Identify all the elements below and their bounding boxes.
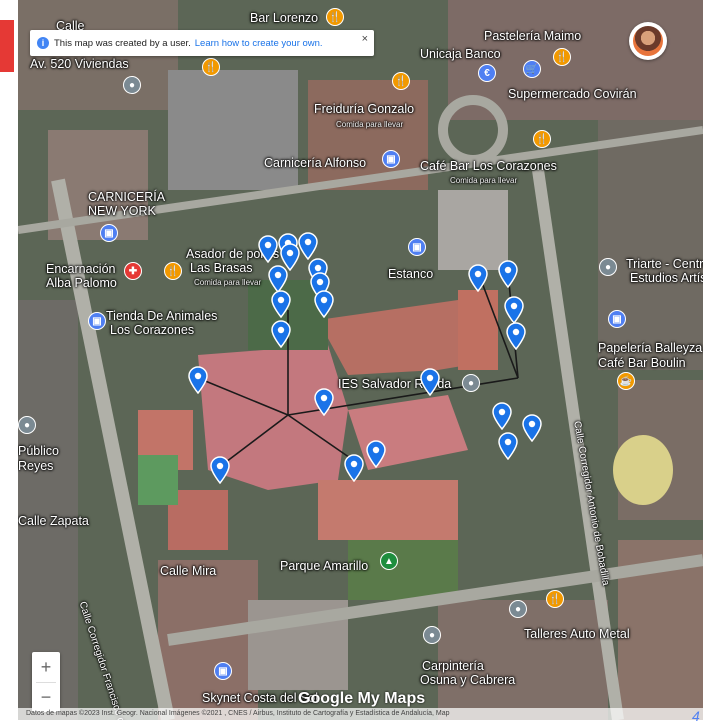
place-label[interactable]: Calle Zapata [18,514,89,528]
place-label[interactable]: Tienda De Animales [106,309,218,323]
learn-more-link[interactable]: Learn how to create your own. [194,37,323,49]
place-label[interactable]: Freiduría Gonzalo [314,102,415,116]
place-label[interactable]: Carnicería Alfonso [264,156,367,170]
place-label[interactable]: Calle [56,19,85,33]
place-label[interactable]: Skynet Costa del Sol [202,691,319,705]
page-number: 4 [692,708,700,724]
place-label[interactable]: Encarnación [46,262,116,276]
location-marker-icon[interactable] [298,232,318,260]
place-label[interactable]: Comida para llevar [194,278,262,287]
location-marker-icon[interactable] [468,264,488,292]
place-icon[interactable]: ● [599,258,617,276]
place-label[interactable]: Osuna y Cabrera [420,673,516,687]
cafe-icon[interactable]: ☕ [617,372,635,390]
location-marker-icon[interactable] [271,320,291,348]
place-label[interactable]: Las Brasas [190,261,253,275]
restaurant-icon[interactable]: 🍴 [326,8,344,26]
place-label[interactable]: Pastelería Maimo [484,29,582,43]
location-marker-icon[interactable] [522,414,542,442]
info-icon: i [37,37,49,49]
place-icon[interactable]: ● [509,600,527,618]
place-label[interactable]: Asador de pollos [186,247,280,261]
restaurant-icon[interactable]: 🍴 [533,130,551,148]
place-label[interactable]: Estanco [388,267,434,281]
place-label[interactable]: Los Corazones [110,323,195,337]
shop-icon[interactable]: ▣ [408,238,426,256]
zoom-out-button[interactable]: − [40,686,52,707]
restaurant-icon[interactable]: 🍴 [546,590,564,608]
location-marker-icon[interactable] [506,322,526,350]
location-marker-icon[interactable] [498,432,518,460]
location-marker-icon[interactable] [504,296,524,324]
google-my-maps-logo: Google My Maps [298,690,426,707]
user-avatar[interactable] [629,22,667,60]
park-icon[interactable]: ▲ [380,552,398,570]
place-label[interactable]: Estudios Artís [630,271,703,285]
place-label[interactable]: Papelería Balleyza [598,341,703,355]
restaurant-icon[interactable]: 🍴 [202,58,220,76]
bank-icon[interactable]: € [478,64,496,82]
red-tab [0,20,14,72]
shop-icon[interactable]: ▣ [88,312,106,330]
zoom-divider [36,682,56,683]
place-label[interactable]: Av. 520 Viviendas [30,57,129,71]
location-marker-icon[interactable] [271,290,291,318]
map-attribution: Datos de mapas ©2023 Inst. Geogr. Nacion… [18,708,703,720]
location-marker-icon[interactable] [268,265,288,293]
place-label[interactable]: Supermercado Covirán [508,87,637,101]
place-label[interactable]: Comida para llevar [336,120,404,129]
location-marker-icon[interactable] [314,290,334,318]
zoom-control: + − [32,652,60,712]
avatar-image [633,26,663,56]
location-marker-icon[interactable] [344,454,364,482]
place-label[interactable]: Reyes [18,459,54,473]
gift-icon[interactable]: ✚ [124,262,142,280]
school-icon[interactable]: ● [462,374,480,392]
location-marker-icon[interactable] [280,243,300,271]
place-label[interactable]: CARNICERÍA [88,190,166,204]
shopping-cart-icon[interactable]: 🛒 [523,60,541,78]
location-marker-icon[interactable] [188,366,208,394]
location-marker-icon[interactable] [492,402,512,430]
shop-icon[interactable]: ▣ [608,310,626,328]
place-label[interactable]: Talleres Auto Metal [524,627,630,641]
notice-text: This map was created by a user. [54,37,191,49]
location-marker-icon[interactable] [210,456,230,484]
place-label[interactable]: Bar Lorenzo [250,11,319,25]
place-label[interactable]: Comida para llevar [450,176,518,185]
user-map-notice: i This map was created by a user. Learn … [30,30,374,56]
place-label[interactable]: Triarte - Centro de [626,257,703,271]
zoom-in-button[interactable]: + [40,656,52,677]
location-marker-icon[interactable] [498,260,518,288]
place-label[interactable]: Carpintería [422,659,484,673]
restaurant-icon[interactable]: 🍴 [164,262,182,280]
place-icon[interactable]: ● [123,76,141,94]
place-label[interactable]: Alba Palomo [46,276,117,290]
restaurant-icon[interactable]: 🍴 [392,72,410,90]
location-marker-icon[interactable] [366,440,386,468]
close-icon[interactable]: × [361,33,368,45]
place-icon[interactable]: ● [18,416,36,434]
location-marker-icon[interactable] [258,235,278,263]
satellite-imagery [18,0,703,720]
shop-icon[interactable]: ▣ [100,224,118,242]
place-label[interactable]: Unicaja Banco [420,47,501,61]
place-label[interactable]: Público [18,444,59,458]
place-icon[interactable]: ● [423,626,441,644]
place-label[interactable]: NEW YORK [88,204,156,218]
bottom-strip [0,720,703,727]
shop-icon[interactable]: ▣ [382,150,400,168]
place-label[interactable]: Parque Amarillo [280,559,369,573]
location-marker-icon[interactable] [420,368,440,396]
place-label[interactable]: Calle Mira [160,564,217,578]
shop-icon[interactable]: ▣ [214,662,232,680]
restaurant-icon[interactable]: 🍴 [553,48,571,66]
page-margin [0,0,18,727]
location-marker-icon[interactable] [314,388,334,416]
place-label[interactable]: Café Bar Los Corazones [420,159,557,173]
place-label[interactable]: Café Bar Boulin [598,356,686,370]
